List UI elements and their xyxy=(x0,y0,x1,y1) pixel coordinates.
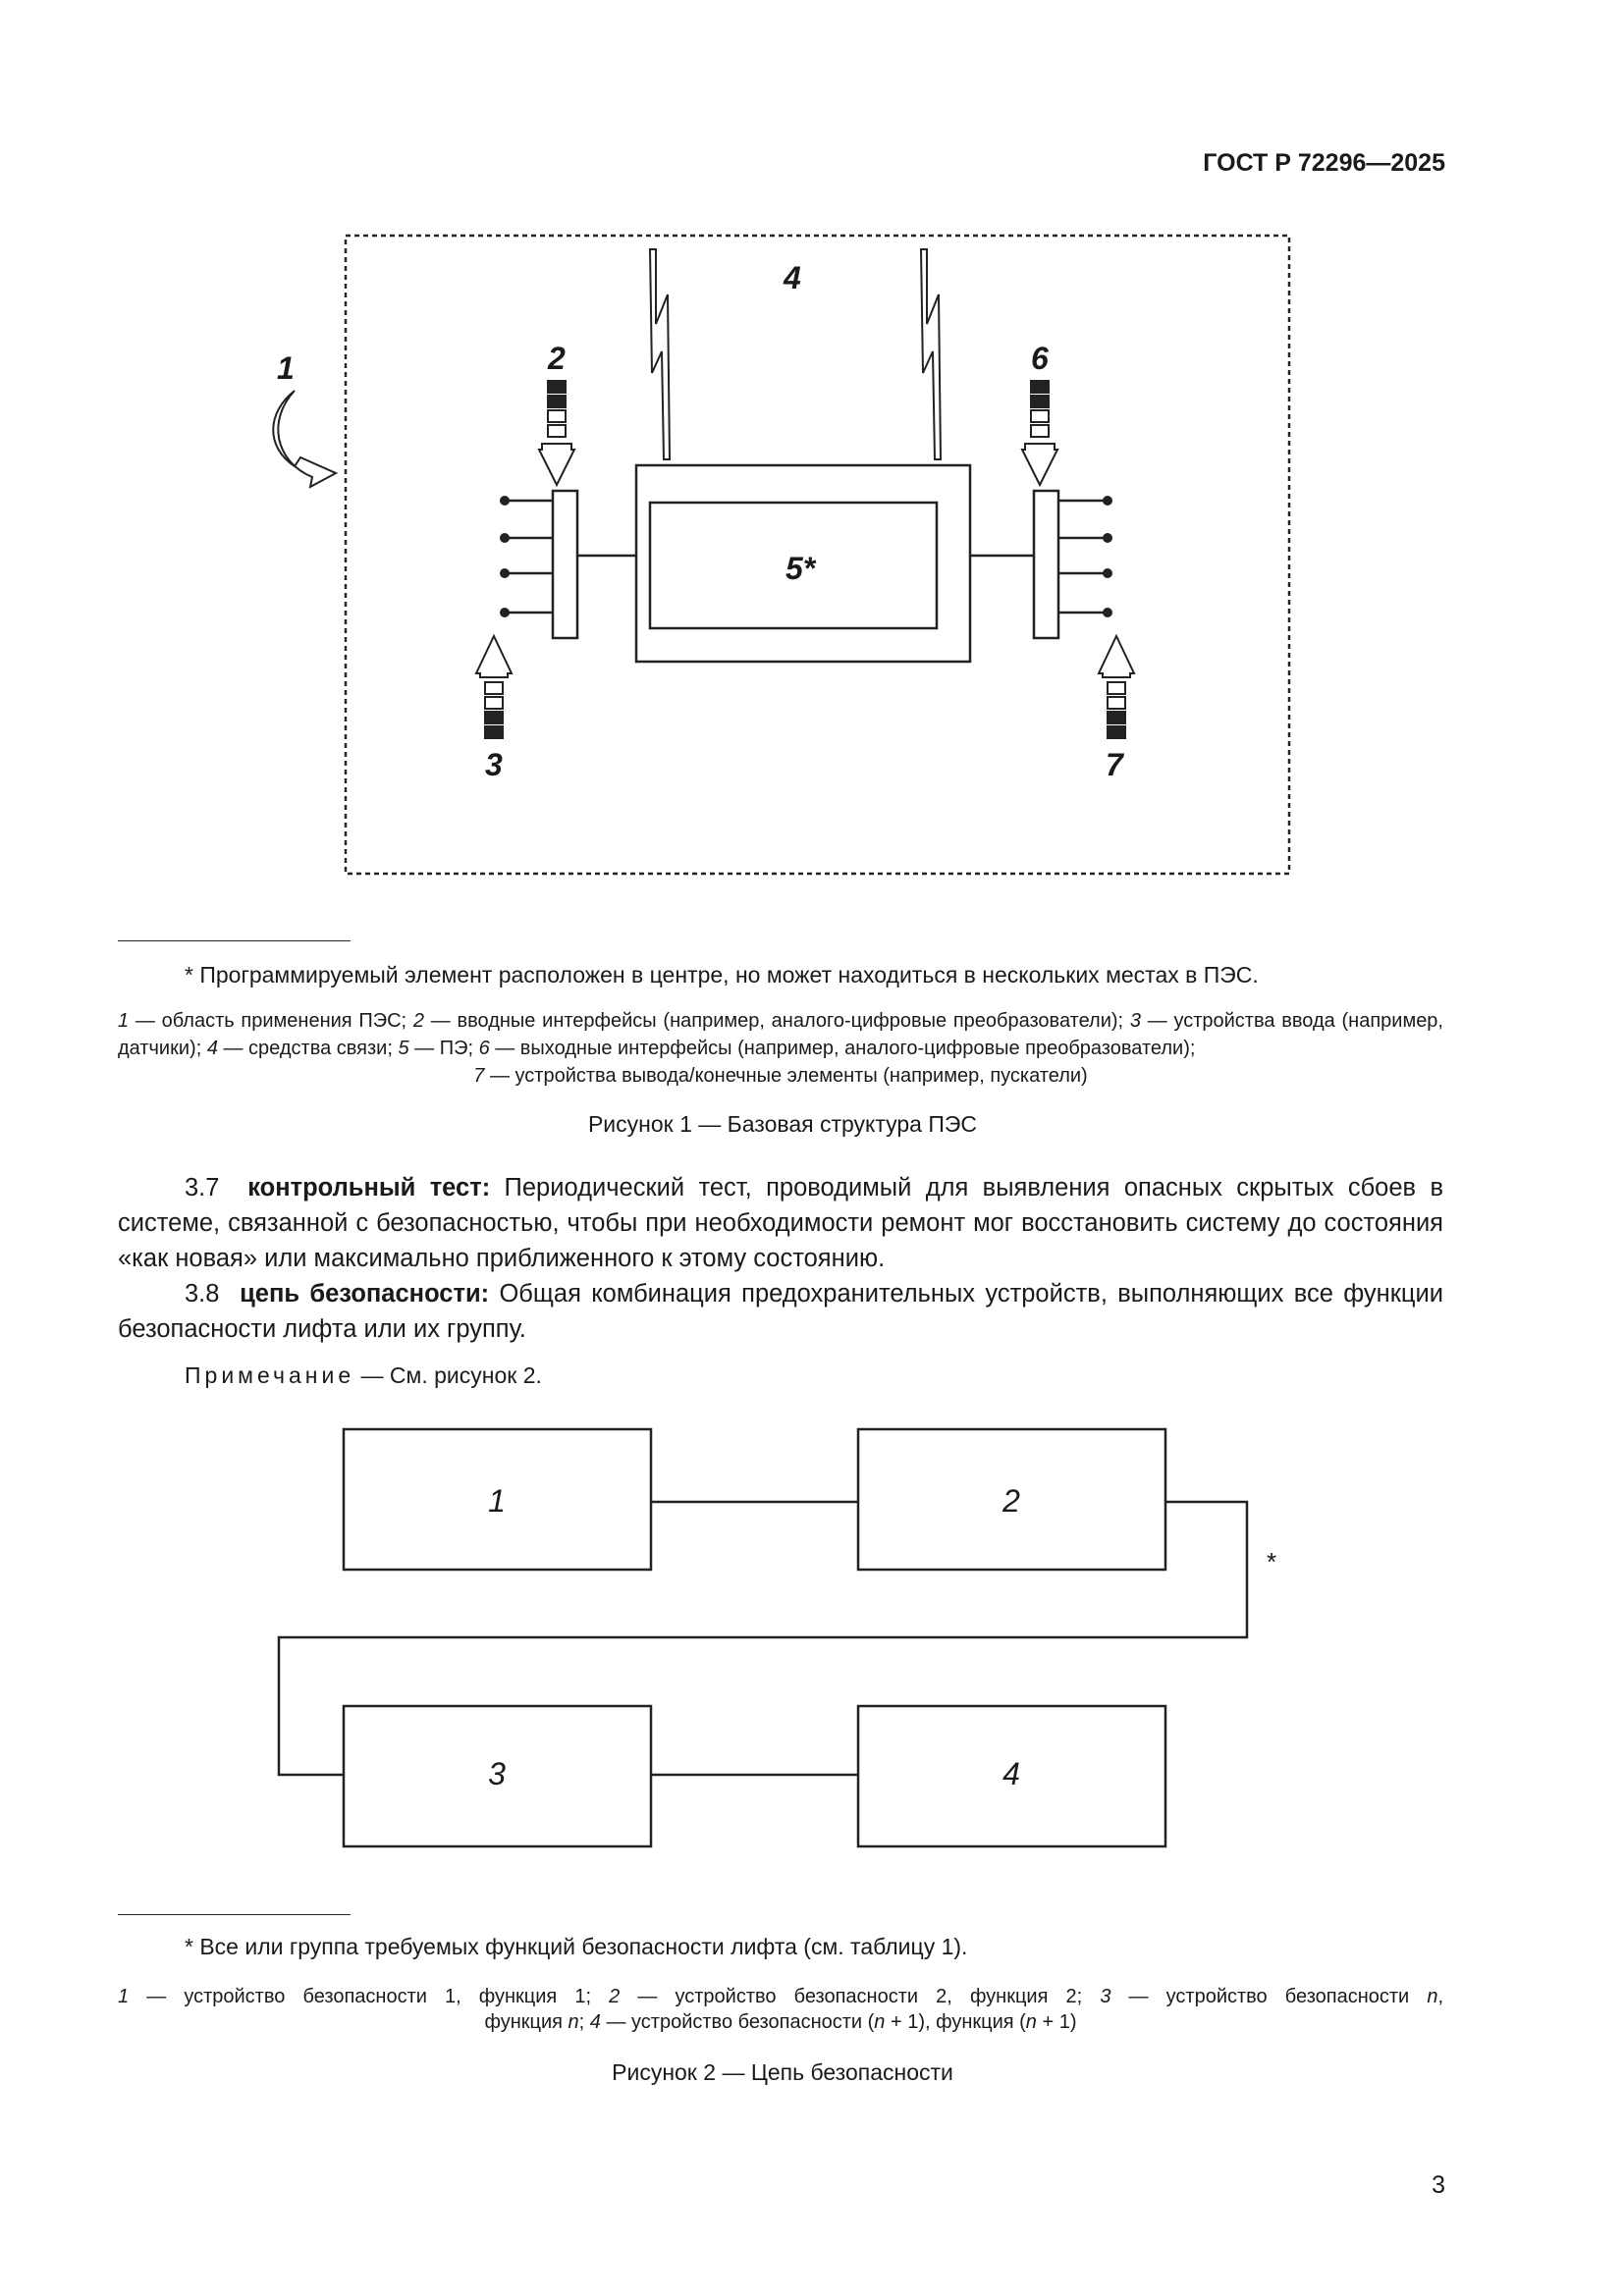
pe-inner-block xyxy=(648,501,939,630)
legend-var: n xyxy=(1025,2011,1037,2033)
note: Примечание — См. рисунок 2. xyxy=(185,1362,542,1389)
pes-outer-block xyxy=(634,463,972,664)
antenna-right-icon xyxy=(919,248,943,460)
legend-text: — устройство безопасности ( xyxy=(600,2011,875,2033)
legend-text: — вводные интерфейсы (например, аналого-… xyxy=(424,1010,1130,1032)
legend-num: 2 xyxy=(412,1010,424,1032)
definition-text: Периодический тест, проводимый для выявл… xyxy=(118,1174,1443,1272)
figure-1-diagram: 1 4 5* 2 6 xyxy=(272,234,1291,876)
figure-2-legend-last: функция n; 4 — устройство безопасности (… xyxy=(118,2008,1443,2036)
antenna-left-icon xyxy=(648,248,672,460)
figure-1-legend-last: 7 — устройства вывода/конечные элементы … xyxy=(118,1062,1443,1090)
label-4: 4 xyxy=(783,260,801,295)
label-6: 6 xyxy=(1031,341,1049,376)
legend-text: — устройство безопасности 1, функция 1; xyxy=(129,1986,610,2007)
input-pins xyxy=(505,499,553,614)
legend-num: 3 xyxy=(1100,1986,1111,2007)
figure-1-footnote: * Программируемый элемент расположен в ц… xyxy=(185,962,1259,988)
legend-text: — устройство безопасности xyxy=(1110,1986,1428,2007)
legend-num: 6 xyxy=(478,1038,490,1059)
legend-text: , xyxy=(1437,1986,1444,2007)
box-2-label: 2 xyxy=(1001,1483,1020,1519)
figure-2-footnote: * Все или группа требуемых функций безоп… xyxy=(185,1934,968,1959)
output-device-arrow-icon xyxy=(1097,633,1136,739)
legend-var: n xyxy=(874,2011,886,2033)
chain-footnote-star: * xyxy=(1267,1547,1276,1576)
clause-number: 3.7 xyxy=(185,1174,220,1201)
legend-text: — устройство безопасности 2, функция 2; xyxy=(620,1986,1101,2007)
label-5: 5* xyxy=(785,551,817,586)
legend-text: — устройства вывода/конечные элементы (н… xyxy=(484,1065,1088,1087)
scope-arrow-icon xyxy=(272,390,339,489)
legend-num: 3 xyxy=(1129,1010,1141,1032)
document-id: ГОСТ Р 72296—2025 xyxy=(1203,149,1445,177)
figure-1-caption: Рисунок 1 — Базовая структура ПЭС xyxy=(587,1111,978,1137)
legend-num: 4 xyxy=(206,1038,218,1059)
pes-scope-border xyxy=(344,234,1291,876)
term: цепь безопасности: xyxy=(240,1280,490,1308)
legend-text: ; xyxy=(578,2011,590,2033)
legend-num: 1 xyxy=(118,1986,130,2007)
legend-text: — выходные интерфейсы (например, аналого… xyxy=(489,1038,1196,1059)
footnote-rule-2 xyxy=(118,1914,351,1915)
output-interface-arrow-icon xyxy=(1020,380,1059,488)
legend-num: 2 xyxy=(609,1986,621,2007)
input-interface-arrow-icon xyxy=(537,380,576,488)
legend-text: — область применения ПЭС; xyxy=(129,1010,413,1032)
footnote-rule-1 xyxy=(118,940,351,941)
chain-box-2 xyxy=(856,1427,1167,1572)
input-device-arrow-icon xyxy=(474,633,514,739)
legend-text: + 1), функция ( xyxy=(885,2011,1026,2033)
output-interface-bar xyxy=(1032,489,1060,640)
definition-3-7: 3.7 контрольный тест: Периодический тест… xyxy=(118,1170,1443,1276)
output-pins xyxy=(1058,499,1108,614)
legend-text: функция xyxy=(484,2011,568,2033)
page-number: 3 xyxy=(1432,2171,1445,2199)
legend-text: — ПЭ; xyxy=(408,1038,479,1059)
legend-text: — средства связи; xyxy=(217,1038,399,1059)
label-2: 2 xyxy=(547,341,566,376)
chain-box-3 xyxy=(342,1704,653,1848)
figure-2-caption: Рисунок 2 — Цепь безопасности xyxy=(612,2059,953,2085)
legend-var: n xyxy=(1427,1986,1438,2007)
chain-connectors xyxy=(277,1500,1249,1777)
definition-3-8: 3.8 цепь безопасности: Общая комбинация … xyxy=(118,1276,1443,1347)
legend-num: 5 xyxy=(398,1038,409,1059)
legend-num: 4 xyxy=(589,2011,601,2033)
figure-1-legend: 1 — область применения ПЭС; 2 — вводные … xyxy=(118,1007,1443,1062)
label-1: 1 xyxy=(277,350,295,386)
figure-2-diagram: 1 2 3 4 * xyxy=(277,1427,1276,1848)
legend-num: 1 xyxy=(118,1010,130,1032)
note-text: — См. рисунок 2. xyxy=(354,1362,542,1388)
term: контрольный тест: xyxy=(247,1174,491,1201)
figure-2-legend: 1 — устройство безопасности 1, функция 1… xyxy=(118,1983,1443,2010)
note-label: Примечание xyxy=(185,1362,355,1388)
chain-box-1 xyxy=(342,1427,653,1572)
legend-text: + 1) xyxy=(1036,2011,1077,2033)
box-1-label: 1 xyxy=(488,1483,506,1519)
legend-var: n xyxy=(568,2011,579,2033)
clause-number: 3.8 xyxy=(185,1280,220,1308)
definition-text: Общая комбинация предохранительных устро… xyxy=(118,1280,1444,1343)
label-7: 7 xyxy=(1106,747,1125,782)
chain-box-4 xyxy=(856,1704,1167,1848)
box-4-label: 4 xyxy=(1002,1756,1020,1791)
label-3: 3 xyxy=(485,747,503,782)
input-interface-bar xyxy=(551,489,579,640)
box-3-label: 3 xyxy=(488,1756,506,1791)
legend-num: 7 xyxy=(473,1065,485,1087)
legend-text: — устройства ввода (например, датчики); xyxy=(118,1010,1443,1059)
